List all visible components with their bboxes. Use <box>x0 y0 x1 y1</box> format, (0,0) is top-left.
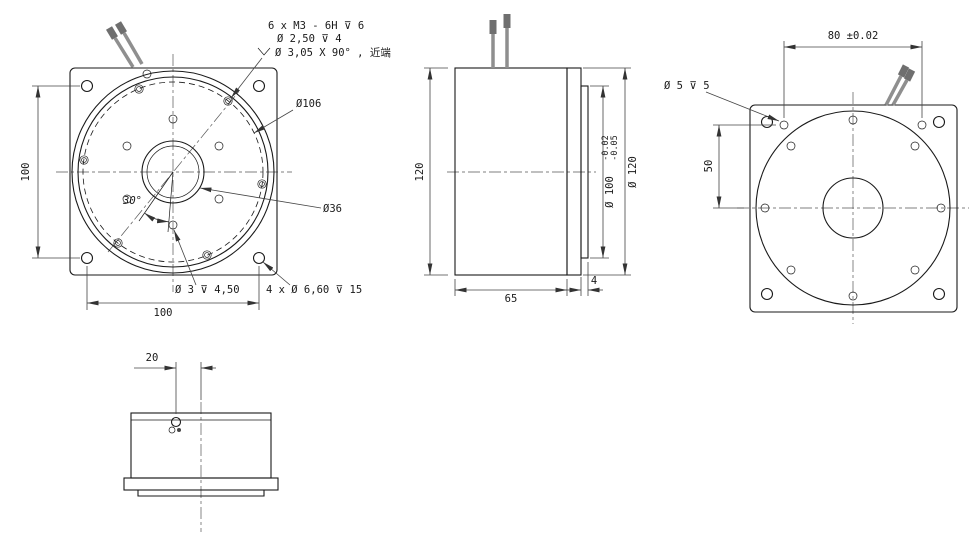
bottom-flange-outline <box>123 477 279 491</box>
back-center-bore <box>822 177 884 239</box>
front-dim-width-label: 100 <box>154 307 173 319</box>
side-dim-flange-dia: Ø 120 <box>583 67 639 276</box>
back-body-circle <box>755 110 951 306</box>
front-corner-hole-callout-label: 4 x Ø 6,60 ⊽ 15 <box>266 284 362 296</box>
back-bolt-holes <box>760 115 946 301</box>
back-flange-outline <box>749 104 958 313</box>
back-dowel-holes <box>779 120 927 130</box>
front-thread-holes <box>79 84 267 260</box>
front-angle-label: 30° <box>122 195 142 207</box>
front-flange-outline <box>69 67 278 276</box>
side-body-outline <box>454 67 568 276</box>
front-corner-hole-callout: 4 x Ø 6,60 ⊽ 15 <box>262 261 362 296</box>
front-corner-holes <box>80 79 266 265</box>
thread-callout-leader <box>230 57 263 99</box>
front-cable-gland <box>142 69 152 79</box>
back-cable <box>884 64 916 106</box>
side-dim-spigot-dia: Ø 100 -0.02 -0.05 <box>590 85 620 259</box>
front-inner-holes <box>122 114 224 230</box>
back-dim-dowel-offset: 50 <box>703 124 776 209</box>
bottom-dim-connector: 20 <box>134 352 216 414</box>
front-thread-callout: 6 x M3 - 6H ⊽ 6 Ø 2,50 ⊽ 4 Ø 3,05 X 90° … <box>230 20 391 99</box>
front-hole-callout-label: Ø 3 ⊽ 4,50 <box>175 284 240 296</box>
front-angle-dim: 30° <box>122 171 174 233</box>
back-dim-dowel-span: 80 ±0.02 <box>783 30 923 118</box>
front-bore-label: Ø36 <box>323 203 342 215</box>
bottom-connector <box>168 416 182 434</box>
side-spigot-outline <box>580 85 589 259</box>
back-corner-holes <box>760 115 946 301</box>
front-bcd-label: Ø106 <box>296 98 321 110</box>
side-flange-outline <box>566 67 582 276</box>
side-view: 120 65 4 Ø 100 -0.02 -0.05 <box>414 14 639 305</box>
front-hole-callout: Ø 3 ⊽ 4,50 <box>173 229 240 296</box>
back-dim-dowel-offset-label: 50 <box>703 160 715 173</box>
front-dim-height-label: 100 <box>20 163 32 182</box>
bottom-view: 20 <box>123 352 279 532</box>
front-dim-height: 100 <box>20 85 80 259</box>
side-flange-dia-label: Ø 120 <box>627 156 639 188</box>
side-dim-length-label: 65 <box>505 293 518 305</box>
thread-callout-line2: Ø 2,50 ⊽ 4 <box>277 33 342 45</box>
front-body-circles <box>71 70 275 274</box>
bottom-dim-connector-label: 20 <box>146 352 159 364</box>
front-bore-callout: Ø36 <box>199 187 342 215</box>
side-dim-height: 120 <box>414 67 448 276</box>
front-center-bore <box>141 140 205 204</box>
back-view: 80 ±0.02 Ø 5 ⊽ 5 50 <box>664 30 969 324</box>
front-centerlines <box>56 54 292 292</box>
front-bcd-callout: Ø106 <box>253 98 321 134</box>
thread-callout-line1: 6 x M3 - 6H ⊽ 6 <box>268 20 364 32</box>
front-bolt-circle <box>82 81 264 263</box>
side-dim-length: 65 <box>454 279 568 305</box>
side-spigot-tol-lower: -0.05 <box>610 135 620 161</box>
side-dim-height-label: 120 <box>414 163 426 182</box>
thread-callout-line3: Ø 3,05 X 90° , 近端 <box>275 46 391 59</box>
front-view: 100 100 6 x M3 - 6H ⊽ 6 Ø 2,50 ⊽ 4 Ø 3,0… <box>20 20 391 319</box>
front-dim-width: 100 <box>86 266 260 319</box>
back-centerlines <box>737 92 969 324</box>
side-dim-spigot-label: 4 <box>591 275 597 287</box>
countersink-icon <box>257 47 271 56</box>
side-dim-spigot: 4 <box>566 262 603 296</box>
back-dowel-callout: Ø 5 ⊽ 5 <box>664 80 780 122</box>
side-spigot-tol-upper: -0.02 <box>601 135 611 161</box>
front-cable <box>105 21 152 79</box>
back-dim-dowel-span-label: 80 ±0.02 <box>828 30 879 42</box>
back-dowel-callout-label: Ø 5 ⊽ 5 <box>664 80 710 92</box>
bottom-step-outline <box>137 490 265 497</box>
side-spigot-dia-label: Ø 100 <box>604 176 616 208</box>
side-cable <box>489 14 511 68</box>
